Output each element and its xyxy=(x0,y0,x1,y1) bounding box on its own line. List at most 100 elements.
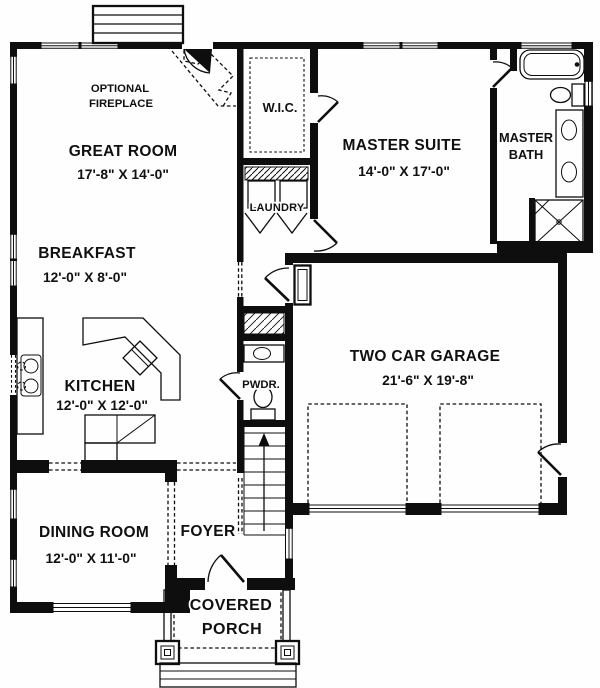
laundry-appliances xyxy=(244,166,309,209)
powder-toilet-icon xyxy=(250,385,276,421)
labels: OPTIONAL FIREPLACE GREAT ROOM 17'-8" X 1… xyxy=(37,81,555,640)
porch-column-left xyxy=(154,639,181,666)
window-breakfast-2 xyxy=(9,261,18,289)
window-great-room-left xyxy=(9,53,18,87)
window-breakfast-1 xyxy=(9,231,18,262)
wall-garage-left-c xyxy=(285,560,293,578)
windows xyxy=(9,41,593,614)
window-foyer-right xyxy=(284,525,294,562)
garage-stall-2 xyxy=(439,403,542,503)
wall-powder-bottom xyxy=(237,420,285,427)
porch-structure xyxy=(154,589,301,688)
wall-hall-bottom xyxy=(237,306,285,313)
wall-garage-left-a xyxy=(285,253,293,265)
powder-vanity xyxy=(243,344,285,363)
door-powder xyxy=(219,372,241,400)
kitchen-counter-left xyxy=(16,317,44,435)
kitchen-counters xyxy=(16,317,181,463)
shower-icon xyxy=(534,199,584,245)
door-front-entry xyxy=(207,554,245,583)
breakfast-dims: 12'-0" X 8'-0" xyxy=(43,270,127,285)
window-dining-1 xyxy=(9,486,18,522)
washer-icon xyxy=(247,180,276,209)
optional-fireplace-outline xyxy=(171,50,236,109)
laundry-label: LAUNDRY xyxy=(250,202,305,214)
garage-fixtures xyxy=(293,264,542,503)
bath-sink-1-icon xyxy=(561,119,577,141)
wall-wic-master-lower xyxy=(310,123,318,219)
opening-kitchen-dining xyxy=(49,462,81,471)
wall-bath-bottom xyxy=(497,241,593,253)
door-great-room-rear xyxy=(183,48,212,74)
window-dining-2 xyxy=(9,556,18,590)
window-master-bath-top xyxy=(518,41,575,50)
wic-label: W.I.C. xyxy=(263,100,298,115)
wall-left xyxy=(10,42,17,613)
door-master-bath xyxy=(492,61,513,88)
wall-foyer-corner xyxy=(177,578,190,613)
wall-bath-left-b xyxy=(490,88,497,244)
chimney xyxy=(91,4,185,45)
covered-porch-label-2: PORCH xyxy=(202,621,262,638)
garage-door-2 xyxy=(438,503,542,515)
opening-foyer-stairs xyxy=(237,478,243,534)
wall-shower-nib xyxy=(529,198,535,246)
dryer-icon xyxy=(279,180,308,209)
window-dining-front xyxy=(50,601,134,614)
wall-dining-foyer-upper xyxy=(165,460,177,482)
window-master-suite-top xyxy=(360,41,441,50)
garage-door-1 xyxy=(306,503,409,515)
stairs-up-arrow xyxy=(258,433,270,531)
great-room-dims: 17'-8" X 14'-0" xyxy=(77,167,169,182)
wall-tub-nib xyxy=(510,49,517,71)
powder-sink-icon xyxy=(253,347,271,360)
door-master-suite xyxy=(313,219,338,252)
optional-fireplace-label-1: OPTIONAL xyxy=(91,83,149,95)
bath-vanity xyxy=(555,109,584,198)
wall-powder-top xyxy=(237,334,285,341)
kitchen-dims: 12'-0" X 12'-0" xyxy=(56,398,148,413)
bath-sink-2-icon xyxy=(561,161,577,183)
wall-dining-foyer-lower xyxy=(165,565,177,613)
wall-right-upper xyxy=(584,42,593,252)
porch-column-right xyxy=(274,639,301,666)
fixtures xyxy=(16,4,585,688)
garage-dims: 21'-6" X 19'-8" xyxy=(382,373,474,388)
door-garage-service xyxy=(264,267,290,302)
wall-wic-bottom xyxy=(243,158,310,165)
wall-wic-master-upper xyxy=(310,49,318,93)
kitchen-base-cabinet xyxy=(84,414,156,444)
kitchen-sink-icon xyxy=(16,354,42,397)
bathtub-icon xyxy=(519,49,585,80)
master-suite-dims: 14'-0" X 17'-0" xyxy=(358,164,450,179)
door-laundry-bifold xyxy=(244,212,308,235)
wall-center-upper xyxy=(237,49,244,262)
stairs xyxy=(243,427,285,536)
wall-garage-right xyxy=(558,253,567,515)
porch-roof-line xyxy=(173,590,282,649)
breakfast-label: BREAKFAST xyxy=(38,245,136,262)
door-wic xyxy=(317,95,339,123)
wic-shelving xyxy=(249,57,305,153)
porch-steps xyxy=(159,662,297,688)
window-kitchen-sink xyxy=(9,355,18,395)
porch-right-wall xyxy=(282,589,291,644)
cased-openings xyxy=(49,262,243,565)
master-bath-label-2: BATH xyxy=(509,147,544,162)
window-master-bath-right xyxy=(583,78,593,109)
great-room-label: GREAT ROOM xyxy=(69,143,178,160)
powder-label: PWDR. xyxy=(242,379,280,391)
foyer-label: FOYER xyxy=(181,523,236,540)
garage-label: TWO CAR GARAGE xyxy=(350,348,501,365)
linen-closet xyxy=(243,312,285,335)
wall-center-lower xyxy=(237,400,244,473)
wall-garage-top xyxy=(285,253,567,263)
kitchen-label: KITCHEN xyxy=(65,378,136,395)
covered-porch-label-1: COVERED xyxy=(190,597,273,614)
utility-unit xyxy=(293,264,312,306)
master-bath-label-1: MASTER xyxy=(499,130,553,145)
opening-dining-foyer xyxy=(167,482,176,565)
dining-room-label: DINING ROOM xyxy=(39,524,149,541)
